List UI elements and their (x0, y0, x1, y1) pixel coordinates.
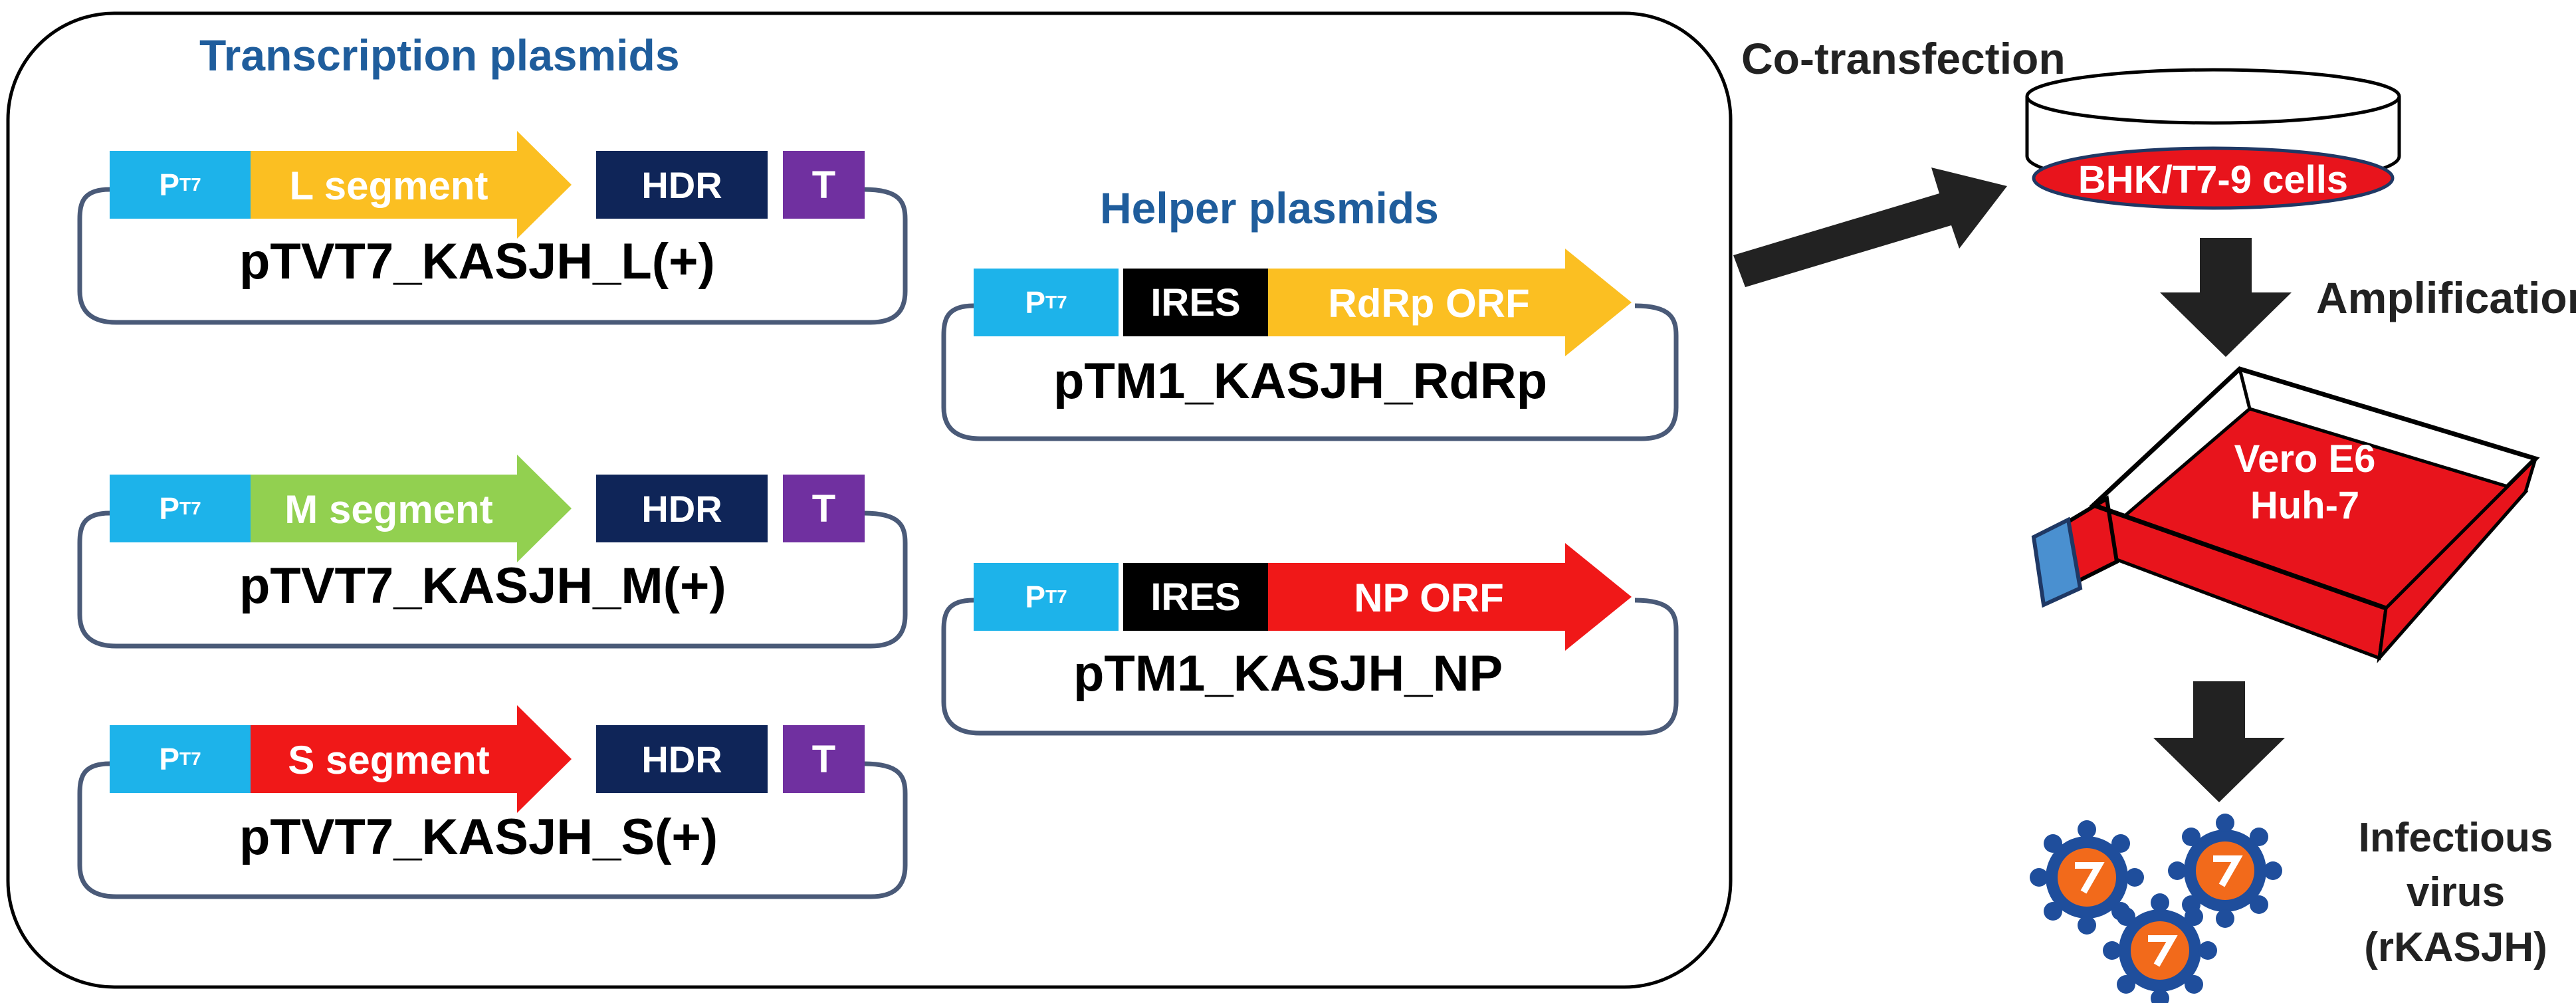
plasmid-name-rdrp: pTM1_KASJH_RdRp (1053, 353, 1548, 409)
m-segment-arrow (249, 455, 572, 562)
promoter-subscript: T7 (179, 498, 201, 518)
terminator-box-s: T (783, 725, 865, 793)
virus-particles-icon (2030, 814, 2282, 1003)
virus-label-line2: virus (2406, 869, 2506, 916)
terminator-box-m: T (783, 475, 865, 542)
amplification-label: Amplification (2316, 273, 2576, 322)
cotransfection-arrow (1733, 167, 2007, 287)
amplification-arrow (2160, 238, 2292, 357)
promoter-subscript: T7 (1045, 292, 1067, 312)
virus-label-line3: (rKASJH) (2364, 924, 2547, 970)
plasmid-loop-l (77, 187, 908, 325)
plasmid-name-s: pTVT7_KASJH_S(+) (239, 809, 718, 865)
l-segment-arrow (249, 131, 572, 239)
hdr-box-l: HDR (596, 151, 768, 219)
flask-label-line2: Huh-7 (2250, 484, 2359, 527)
plasmid-name-m: pTVT7_KASJH_M(+) (239, 558, 726, 614)
promoter-label: P (1025, 285, 1045, 320)
hdr-box-m: HDR (596, 475, 768, 542)
plasmid-loop-s (77, 761, 908, 899)
ires-box-np: IRES (1123, 563, 1268, 631)
hdr-box-s: HDR (596, 725, 768, 793)
plasmid-loop-np (941, 598, 1679, 736)
promoter-label: P (159, 491, 179, 526)
np-orf-label: NP ORF (1354, 576, 1504, 620)
s-segment-label: S segment (288, 738, 489, 782)
np-orf-arrow (1266, 543, 1632, 651)
promoter-subscript: T7 (179, 174, 201, 195)
promoter-subscript: T7 (179, 748, 201, 769)
transcription-plasmids-title: Transcription plasmids (199, 31, 680, 80)
infectious-virus-label: Infectious virus (rKASJH) (2346, 811, 2565, 975)
plasmid-loop-rdrp (941, 303, 1679, 441)
promoter-label: P (159, 167, 179, 202)
m-segment-label: M segment (284, 487, 492, 532)
s-segment-arrow (249, 705, 572, 813)
l-segment-label: L segment (290, 164, 488, 208)
rdrp-orf-arrow (1266, 249, 1632, 356)
plasmid-loop-m (77, 510, 908, 649)
infection-arrow (2153, 681, 2285, 802)
promoter-subscript: T7 (1045, 586, 1067, 607)
promoter-label: P (159, 742, 179, 776)
rdrp-orf-label: RdRp ORF (1328, 281, 1529, 326)
cells-label: BHK/T7-9 cells (2078, 158, 2348, 201)
petri-dish-icon (2025, 68, 2401, 210)
helper-plasmids-title: Helper plasmids (1100, 183, 1439, 233)
ires-box-rdrp: IRES (1123, 269, 1268, 336)
virus-label-line1: Infectious (2358, 815, 2553, 861)
cotransfection-label: Co-transfection (1741, 34, 2066, 83)
terminator-box-l: T (783, 151, 865, 219)
culture-flask-icon (2031, 366, 2540, 663)
promoter-label: P (1025, 580, 1045, 614)
plasmid-name-np: pTM1_KASJH_NP (1073, 645, 1503, 702)
plasmid-name-l: pTVT7_KASJH_L(+) (239, 233, 715, 290)
flask-label-line1: Vero E6 (2234, 437, 2376, 481)
